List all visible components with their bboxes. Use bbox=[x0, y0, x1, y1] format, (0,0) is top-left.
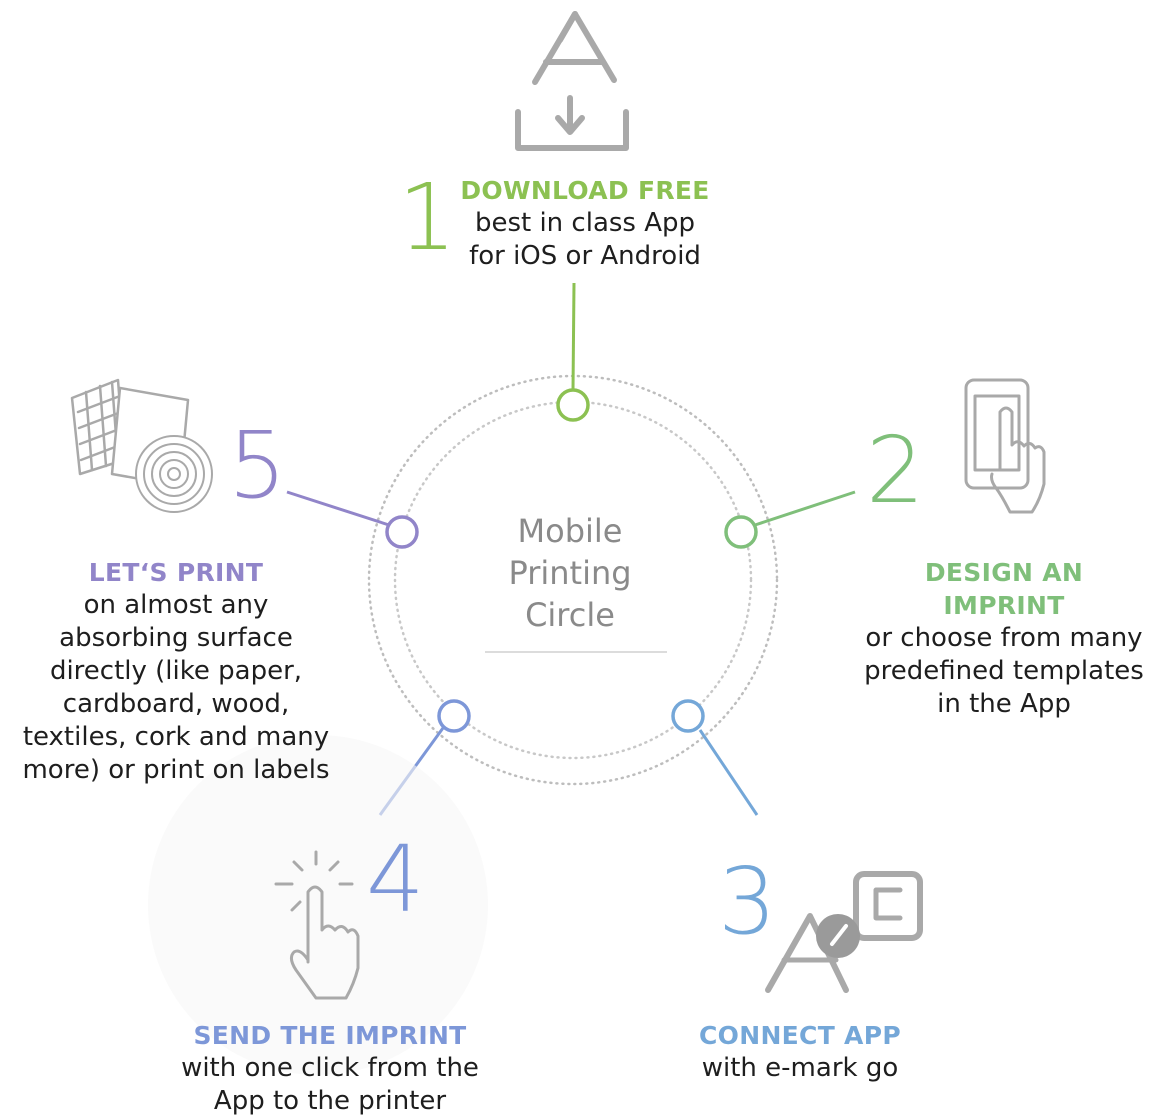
inner-dotted-ring bbox=[393, 400, 753, 760]
center-title-line: Circle bbox=[525, 596, 615, 634]
step-5-description-line: on almost any bbox=[83, 590, 269, 620]
step-3-description-line: with e-mark go bbox=[701, 1053, 899, 1083]
step-3-number: 3 bbox=[718, 848, 777, 955]
step-5-description-line: absorbing surface bbox=[59, 623, 293, 653]
step-4-backdrop bbox=[148, 735, 488, 1075]
step-4-description-line: with one click from the bbox=[181, 1053, 479, 1083]
step-2-heading: IMPRINT bbox=[943, 591, 1065, 620]
app-download-icon bbox=[515, 11, 629, 151]
step-2-number: 2 bbox=[866, 417, 925, 524]
step-5-node bbox=[385, 515, 419, 549]
step-2-connector bbox=[754, 490, 856, 527]
step-2-heading: DESIGN AN bbox=[924, 558, 1084, 587]
step-3-text: CONNECT APP with e-mark go bbox=[660, 1019, 940, 1085]
step-3-node bbox=[671, 699, 705, 733]
surfaces-icon bbox=[70, 378, 213, 513]
step-5-connector bbox=[286, 490, 390, 527]
step-2-description-line: or choose from many bbox=[865, 623, 1143, 653]
step-5-heading: LET‘S PRINT bbox=[88, 558, 264, 587]
step-2-text: DESIGN AN IMPRINT or choose from many pr… bbox=[844, 556, 1164, 721]
step-1-number: 1 bbox=[398, 164, 457, 271]
center-divider bbox=[485, 651, 667, 653]
step-5-description-line: textiles, cork and many bbox=[22, 722, 330, 752]
center-title-line: Printing bbox=[508, 554, 632, 592]
step-4-node bbox=[437, 699, 471, 733]
step-2-description-line: predefined templates bbox=[864, 656, 1144, 686]
step-1-node bbox=[556, 388, 590, 422]
step-4-heading: SEND THE IMPRINT bbox=[193, 1021, 467, 1050]
step-4-text: SEND THE IMPRINT with one click from the… bbox=[160, 1019, 500, 1118]
step-5-text: LET‘S PRINT on almost any absorbing surf… bbox=[6, 556, 346, 787]
step-1-description-line: for iOS or Android bbox=[469, 241, 701, 271]
step-3-connector bbox=[698, 729, 759, 816]
step-1-connector bbox=[571, 282, 576, 391]
step-5-description-line: directly (like paper, bbox=[49, 656, 303, 686]
app-link-icon bbox=[765, 871, 923, 993]
tap-hand-icon bbox=[274, 850, 360, 1000]
step-4-description-line: App to the printer bbox=[213, 1086, 447, 1116]
step-5-description-line: cardboard, wood, bbox=[62, 689, 290, 719]
center-title-line: Mobile bbox=[517, 512, 623, 550]
center-title: Mobile Printing Circle bbox=[470, 510, 670, 636]
step-3-heading: CONNECT APP bbox=[699, 1021, 901, 1050]
step-5-number: 5 bbox=[228, 412, 287, 519]
step-2-description-line: in the App bbox=[937, 689, 1071, 719]
step-1-description-line: best in class App bbox=[474, 208, 696, 238]
step-4-number: 4 bbox=[366, 826, 425, 933]
phone-touch-icon bbox=[964, 378, 1046, 514]
step-1-text: DOWNLOAD FREE best in class App for iOS … bbox=[430, 174, 740, 273]
step-5-description-line: more) or print on labels bbox=[22, 755, 330, 785]
step-2-node bbox=[724, 515, 758, 549]
step-1-heading: DOWNLOAD FREE bbox=[460, 176, 710, 205]
